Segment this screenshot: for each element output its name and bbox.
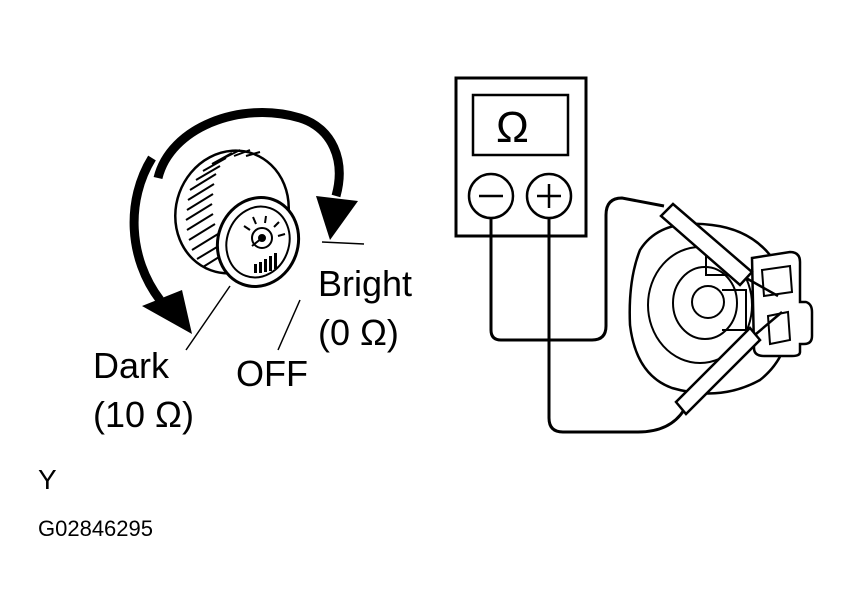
ohmmeter-display xyxy=(471,93,570,157)
figure-code: G02846295 xyxy=(38,516,153,541)
dimmer-knob xyxy=(174,149,301,288)
leader-lines xyxy=(185,241,365,351)
label-off: OFF xyxy=(236,353,308,394)
ohmmeter xyxy=(454,76,588,238)
probe-negative xyxy=(659,202,779,298)
label-bright: Bright xyxy=(318,263,413,304)
ohmmeter-symbol: Ω xyxy=(496,103,529,152)
level-bars-icon xyxy=(254,253,277,273)
test-leads xyxy=(489,196,686,434)
connector-plug xyxy=(750,250,814,358)
knob-knurling xyxy=(185,149,261,268)
rotation-arrow-bright xyxy=(153,108,358,240)
brightness-icon xyxy=(243,215,286,249)
figure-letter: Y xyxy=(38,464,57,495)
probe-positive xyxy=(674,311,783,416)
label-dark: Dark xyxy=(93,345,170,386)
rotation-arrow-dark xyxy=(129,155,192,334)
label-dark-value: (10 Ω) xyxy=(93,394,194,435)
label-bright-value: (0 Ω) xyxy=(318,312,399,353)
